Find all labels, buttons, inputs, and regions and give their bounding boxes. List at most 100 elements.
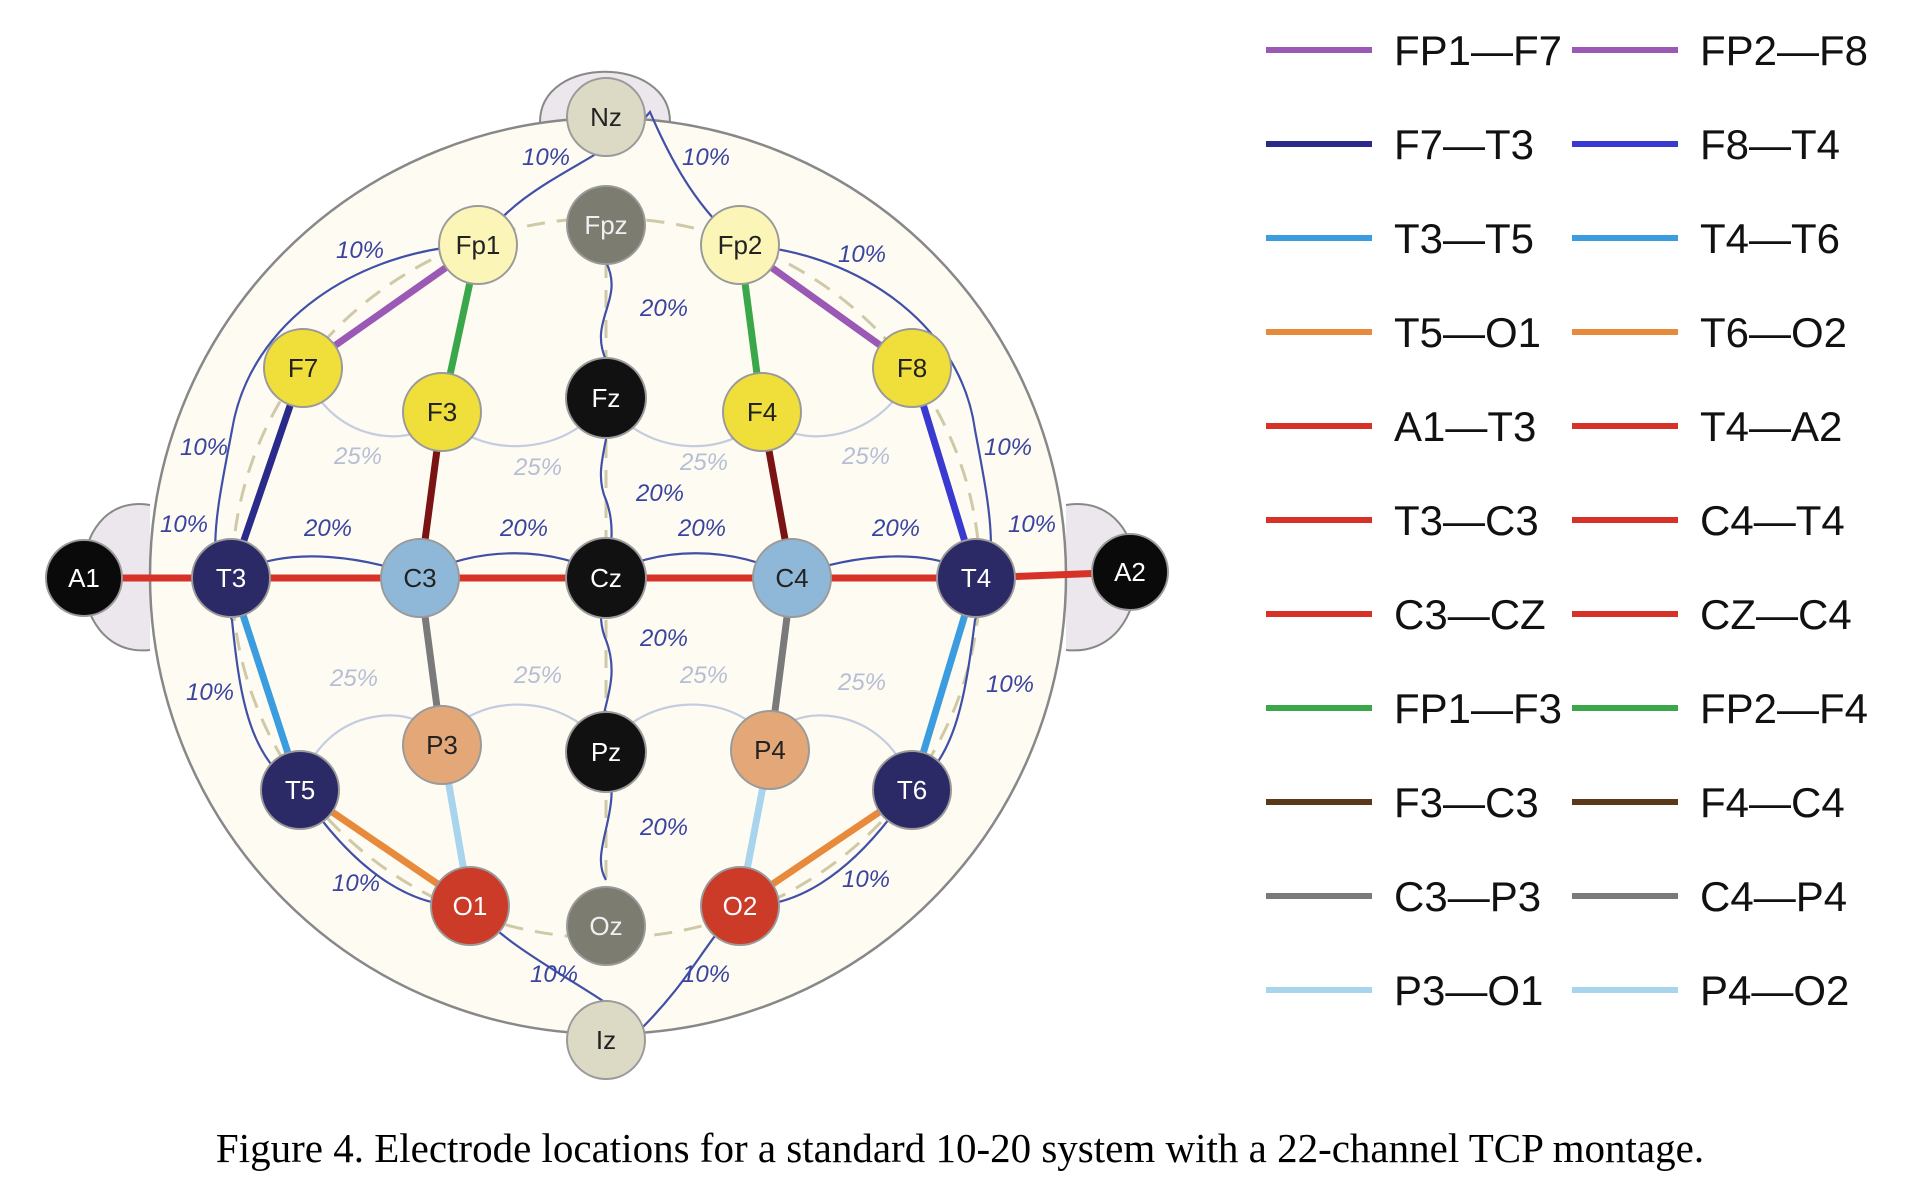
electrode-marker [191, 538, 271, 618]
electrode-label: A2 [1114, 557, 1146, 587]
electrode-o2: O2 [700, 866, 780, 946]
electrode-label: Fp1 [456, 230, 501, 260]
electrode-marker [380, 538, 460, 618]
electrode-fz: Fz [565, 357, 647, 439]
electrode-label: Fz [592, 383, 621, 413]
percent-label-f-25-4: 25% [841, 443, 890, 470]
electrode-label: T4 [961, 563, 991, 593]
legend-item-t3-t5: T3—T5 [1266, 215, 1534, 262]
electrode-label: P3 [426, 730, 458, 760]
legend-item-f7-t3: F7—T3 [1266, 121, 1534, 168]
electrode-o1: O1 [430, 866, 510, 946]
legend-item-t4-t6: T4—T6 [1572, 215, 1840, 262]
electrode-label: Cz [590, 563, 622, 593]
electrode-a2: A2 [1091, 533, 1169, 611]
electrode-marker [260, 750, 340, 830]
legend-label: CZ—C4 [1700, 591, 1852, 638]
electrode-c3: C3 [380, 538, 460, 618]
electrode-t4: T4 [936, 538, 1016, 618]
electrode-t5: T5 [260, 750, 340, 830]
electrode-f8: F8 [872, 328, 952, 408]
legend-item-f4-c4: F4—C4 [1572, 779, 1845, 826]
electrode-marker [566, 77, 646, 157]
electrode-oz: Oz [566, 886, 646, 966]
electrode-marker [565, 357, 647, 439]
legend-label: A1—T3 [1394, 403, 1536, 450]
electrode-f7: F7 [263, 328, 343, 408]
electrode-marker [722, 372, 802, 452]
percent-label-iz-r: 10% [682, 961, 730, 988]
electrode-label: T6 [897, 775, 927, 805]
percent-label-o2-r: 10% [842, 866, 890, 893]
percent-label-p-25-4: 25% [837, 669, 886, 696]
legend-item-c3-p3: C3—P3 [1266, 873, 1541, 920]
legend-label: T3—T5 [1394, 215, 1534, 262]
legend-label: T4—T6 [1700, 215, 1840, 262]
electrode-marker [565, 537, 647, 619]
percent-label-f-left: 10% [180, 434, 228, 461]
legend-item-f8-t4: F8—T4 [1572, 121, 1840, 168]
legend-label: P4—O2 [1700, 967, 1849, 1014]
legend-label: T3—C3 [1394, 497, 1539, 544]
electrode-marker [566, 185, 646, 265]
electrode-nz: Nz [566, 77, 646, 157]
electrode-label: T5 [285, 775, 315, 805]
outer-blue-curve [214, 243, 476, 791]
electrode-marker [730, 710, 810, 790]
electrode-marker [430, 866, 510, 946]
electrode-label: C3 [403, 563, 436, 593]
electrode-label: P4 [754, 735, 786, 765]
electrode-marker [872, 750, 952, 830]
electrode-marker [438, 205, 518, 285]
legend-label: C4—P4 [1700, 873, 1847, 920]
percent-label-cz-top: 20% [635, 480, 684, 507]
figure-caption: Figure 4. Electrode locations for a stan… [215, 1125, 1705, 1171]
electrode-fpz: Fpz [566, 185, 646, 265]
percent-labels: 10% 10% 10% 10% 20% 10% 10% 25% 25% 25% 25% 20% 10% 1… [160, 144, 1056, 988]
legend-label: C4—T4 [1700, 497, 1845, 544]
percent-label-o1-l: 10% [332, 870, 380, 897]
legend-label: F7—T3 [1394, 121, 1534, 168]
percent-label-nz-r: 10% [682, 144, 730, 171]
electrode-marker [45, 539, 123, 617]
legend-label: FP1—F3 [1394, 685, 1562, 732]
legend-item-cz-c4: CZ—C4 [1572, 591, 1852, 638]
percent-label-p-25-2: 25% [513, 662, 562, 689]
legend-item-fp1-f3: FP1—F3 [1266, 685, 1562, 732]
legend-label: C3—CZ [1394, 591, 1546, 638]
percent-label-p-25-3: 25% [679, 662, 728, 689]
electrode-marker [566, 886, 646, 966]
legend-item-p3-o1: P3—O1 [1266, 967, 1543, 1014]
percent-label-f-25-2: 25% [513, 454, 562, 481]
electrode-fp1: Fp1 [438, 205, 518, 285]
electrode-label: A1 [68, 563, 100, 593]
electrode-marker [402, 372, 482, 452]
legend-item-c4-p4: C4—P4 [1572, 873, 1847, 920]
legend-label: FP1—F7 [1394, 27, 1562, 74]
percent-label-t4-r: 10% [1008, 511, 1056, 538]
electrode-marker [263, 328, 343, 408]
electrode-marker [936, 538, 1016, 618]
electrode-cz: Cz [565, 537, 647, 619]
percent-label-p-right: 10% [986, 671, 1034, 698]
percent-label-c-20-3: 20% [677, 515, 726, 542]
electrode-marker [872, 328, 952, 408]
electrode-label: F4 [747, 397, 777, 427]
electrode-marker [1091, 533, 1169, 611]
legend-label: FP2—F4 [1700, 685, 1868, 732]
electrode-label: C4 [775, 563, 808, 593]
legend-item-a1-t3: A1—T3 [1266, 403, 1536, 450]
legend-label: F4—C4 [1700, 779, 1845, 826]
electrode-marker [700, 205, 780, 285]
electrode-f4: F4 [722, 372, 802, 452]
electrode-pz: Pz [565, 711, 647, 793]
legend-item-c4-t4: C4—T4 [1572, 497, 1845, 544]
percent-label-oz-top: 20% [639, 814, 688, 841]
electrode-label: Oz [589, 911, 622, 941]
percent-label-p-25-1: 25% [329, 665, 378, 692]
electrode-a1: A1 [45, 539, 123, 617]
electrode-iz: Iz [566, 1000, 646, 1080]
percent-label-iz-l: 10% [530, 961, 578, 988]
